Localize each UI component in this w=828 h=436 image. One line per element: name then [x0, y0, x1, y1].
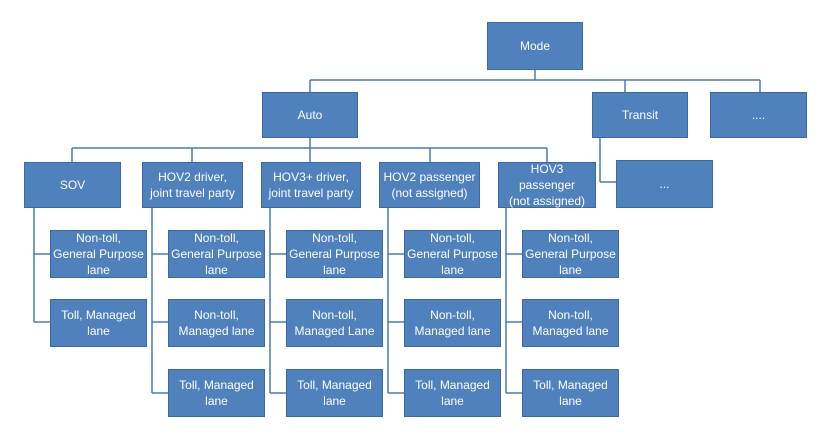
- node-hov3-passenger: HOV3 passenger (not assigned): [498, 162, 596, 208]
- node-auto: Auto: [262, 92, 358, 138]
- leaf-hov3d-toll-managed: Toll, Managed lane: [286, 369, 383, 417]
- node-hov2-passenger: HOV2 passenger (not assigned): [379, 162, 480, 208]
- leaf-hov3p-nontoll-gp: Non-toll, General Purpose lane: [522, 230, 619, 278]
- leaf-sov-nontoll-gp: Non-toll, General Purpose lane: [50, 230, 147, 278]
- leaf-sov-toll-managed: Toll, Managed lane: [50, 299, 147, 347]
- node-other-modes: ....: [710, 92, 807, 138]
- node-mode: Mode: [487, 22, 583, 70]
- leaf-hov3d-nontoll-gp: Non-toll, General Purpose lane: [286, 230, 383, 278]
- leaf-hov2p-toll-managed: Toll, Managed lane: [404, 369, 501, 417]
- node-hov3-driver: HOV3+ driver, joint travel party: [261, 162, 361, 208]
- leaf-hov2p-nontoll-gp: Non-toll, General Purpose lane: [404, 230, 501, 278]
- leaf-hov3d-nontoll-managed: Non-toll, Managed Lane: [286, 299, 383, 347]
- leaf-hov3p-nontoll-managed: Non-toll, Managed lane: [522, 299, 619, 347]
- leaf-hov3p-toll-managed: Toll, Managed lane: [522, 369, 619, 417]
- node-transit-sub: ...: [616, 160, 713, 208]
- leaf-hov2d-nontoll-gp: Non-toll, General Purpose lane: [168, 230, 265, 278]
- node-hov2-driver: HOV2 driver, joint travel party: [142, 162, 243, 208]
- node-transit: Transit: [592, 92, 688, 138]
- leaf-hov2d-toll-managed: Toll, Managed lane: [168, 369, 265, 417]
- leaf-hov2p-nontoll-managed: Non-toll, Managed lane: [404, 299, 501, 347]
- leaf-hov2d-nontoll-managed: Non-toll, Managed lane: [168, 299, 265, 347]
- node-sov: SOV: [24, 162, 121, 208]
